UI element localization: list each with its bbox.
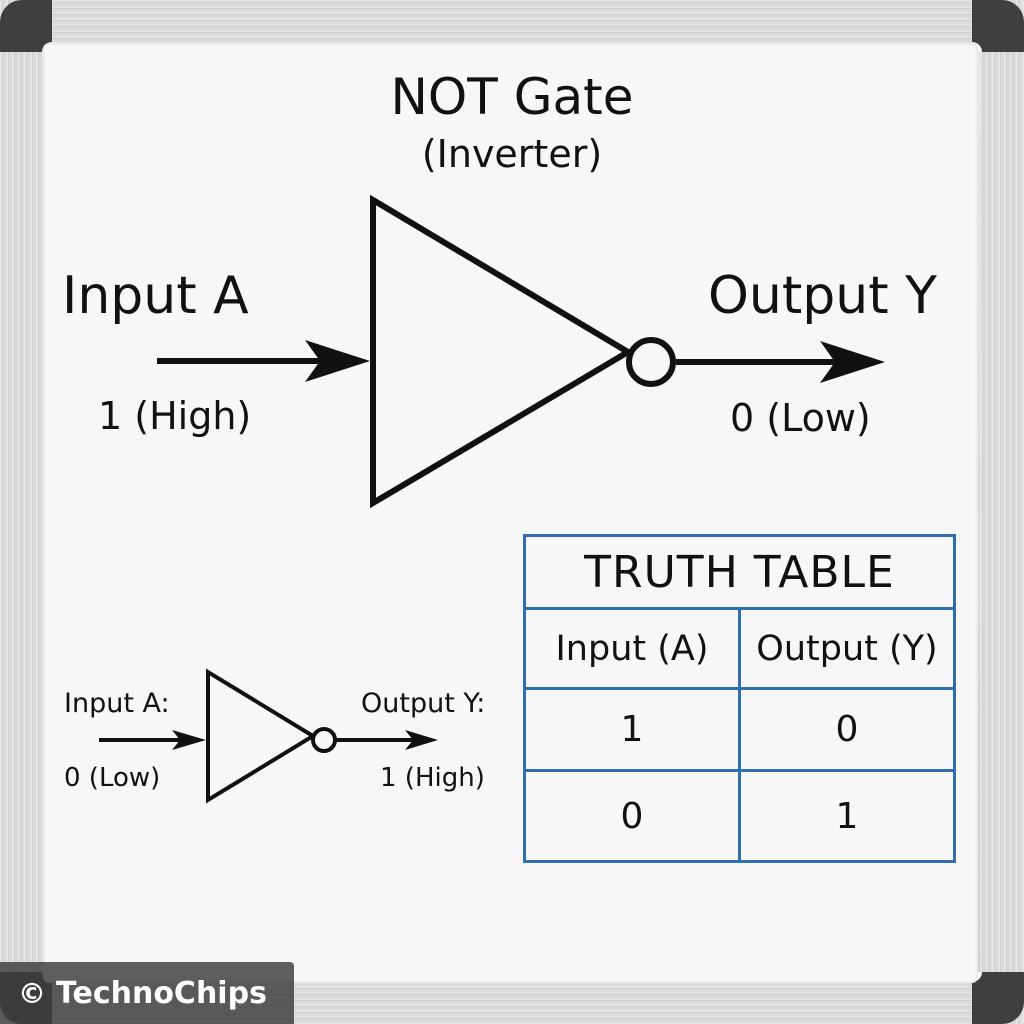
small-output-value: 1 (High) [380,763,485,793]
main-not-gate-symbol [370,194,676,509]
main-input-value: 1 (High) [98,394,252,438]
diagram-title: NOT Gate [390,68,634,126]
small-output-label: Output Y: [361,688,486,719]
small-not-gate-symbol [206,668,337,804]
cell-input: 0 [620,795,644,837]
main-input-label: Input A [62,266,249,326]
frame-top-rail [0,0,1024,44]
frame-left-rail [0,0,44,1024]
watermark: © TechnoChips [0,962,294,1024]
watermark-text: TechnoChips [56,975,267,1011]
main-output-label: Output Y [708,266,937,326]
header-output: Output (Y) [738,610,953,687]
truth-table-title: TRUTH TABLE [584,546,895,598]
small-input-arrow-icon [99,730,206,750]
table-row: 1 0 [526,687,953,769]
cell-input: 1 [620,709,644,750]
truth-table-header-row: Input (A) Output (Y) [526,607,953,687]
table-row: 0 1 [526,769,953,860]
small-input-label: Input A: [64,688,170,719]
small-input-value: 0 (Low) [64,763,161,793]
diagram-subtitle: (Inverter) [421,132,603,176]
main-input-arrow-icon [157,340,370,382]
cell-output: 1 [738,772,953,860]
main-output-arrow-icon [676,341,885,383]
main-output-value: 0 (Low) [730,396,871,440]
copyright-icon: © [18,976,46,1010]
frame-right-rail [980,0,1024,1024]
small-output-arrow-icon [336,730,438,750]
header-input: Input (A) [555,628,709,669]
truth-table: TRUTH TABLE Input (A) Output (Y) 1 0 0 1 [523,534,956,863]
cell-output: 0 [738,690,953,769]
